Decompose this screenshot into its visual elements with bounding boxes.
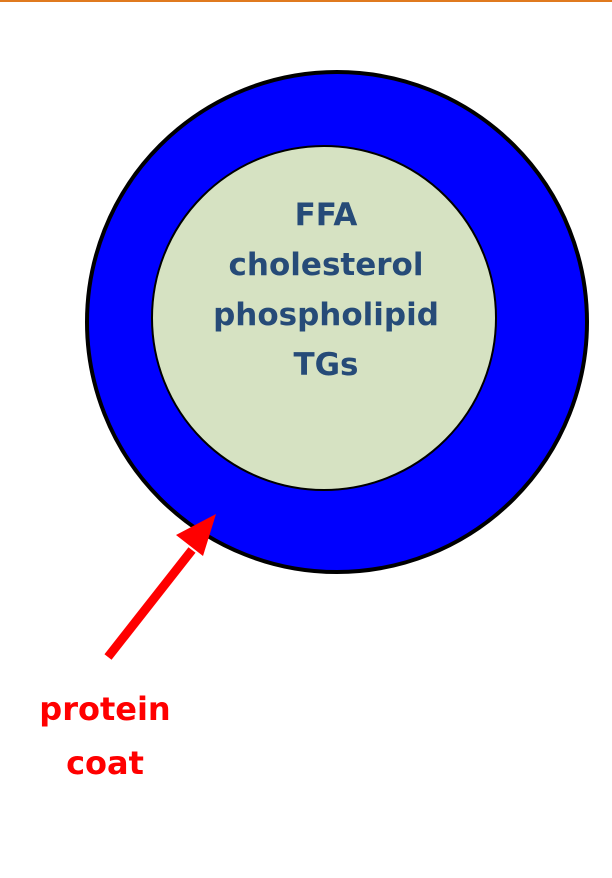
core-component-tgs: TGs	[293, 347, 359, 383]
protein-coat-label-line-2: coat	[66, 744, 144, 782]
protein-coat-label: protein coat	[15, 682, 195, 790]
core-components-list: FFA cholesterol phospholipid TGs	[196, 190, 456, 390]
core-component-ffa: FFA	[294, 197, 358, 233]
slide-top-rule	[0, 0, 612, 2]
core-component-cholesterol: cholesterol	[228, 247, 424, 283]
protein-coat-label-line-1: protein	[39, 690, 171, 728]
pointer-arrow-head	[176, 514, 216, 556]
core-component-phospholipid: phospholipid	[213, 297, 439, 333]
pointer-arrow-shaft	[104, 547, 196, 660]
lipid-core	[151, 145, 497, 491]
